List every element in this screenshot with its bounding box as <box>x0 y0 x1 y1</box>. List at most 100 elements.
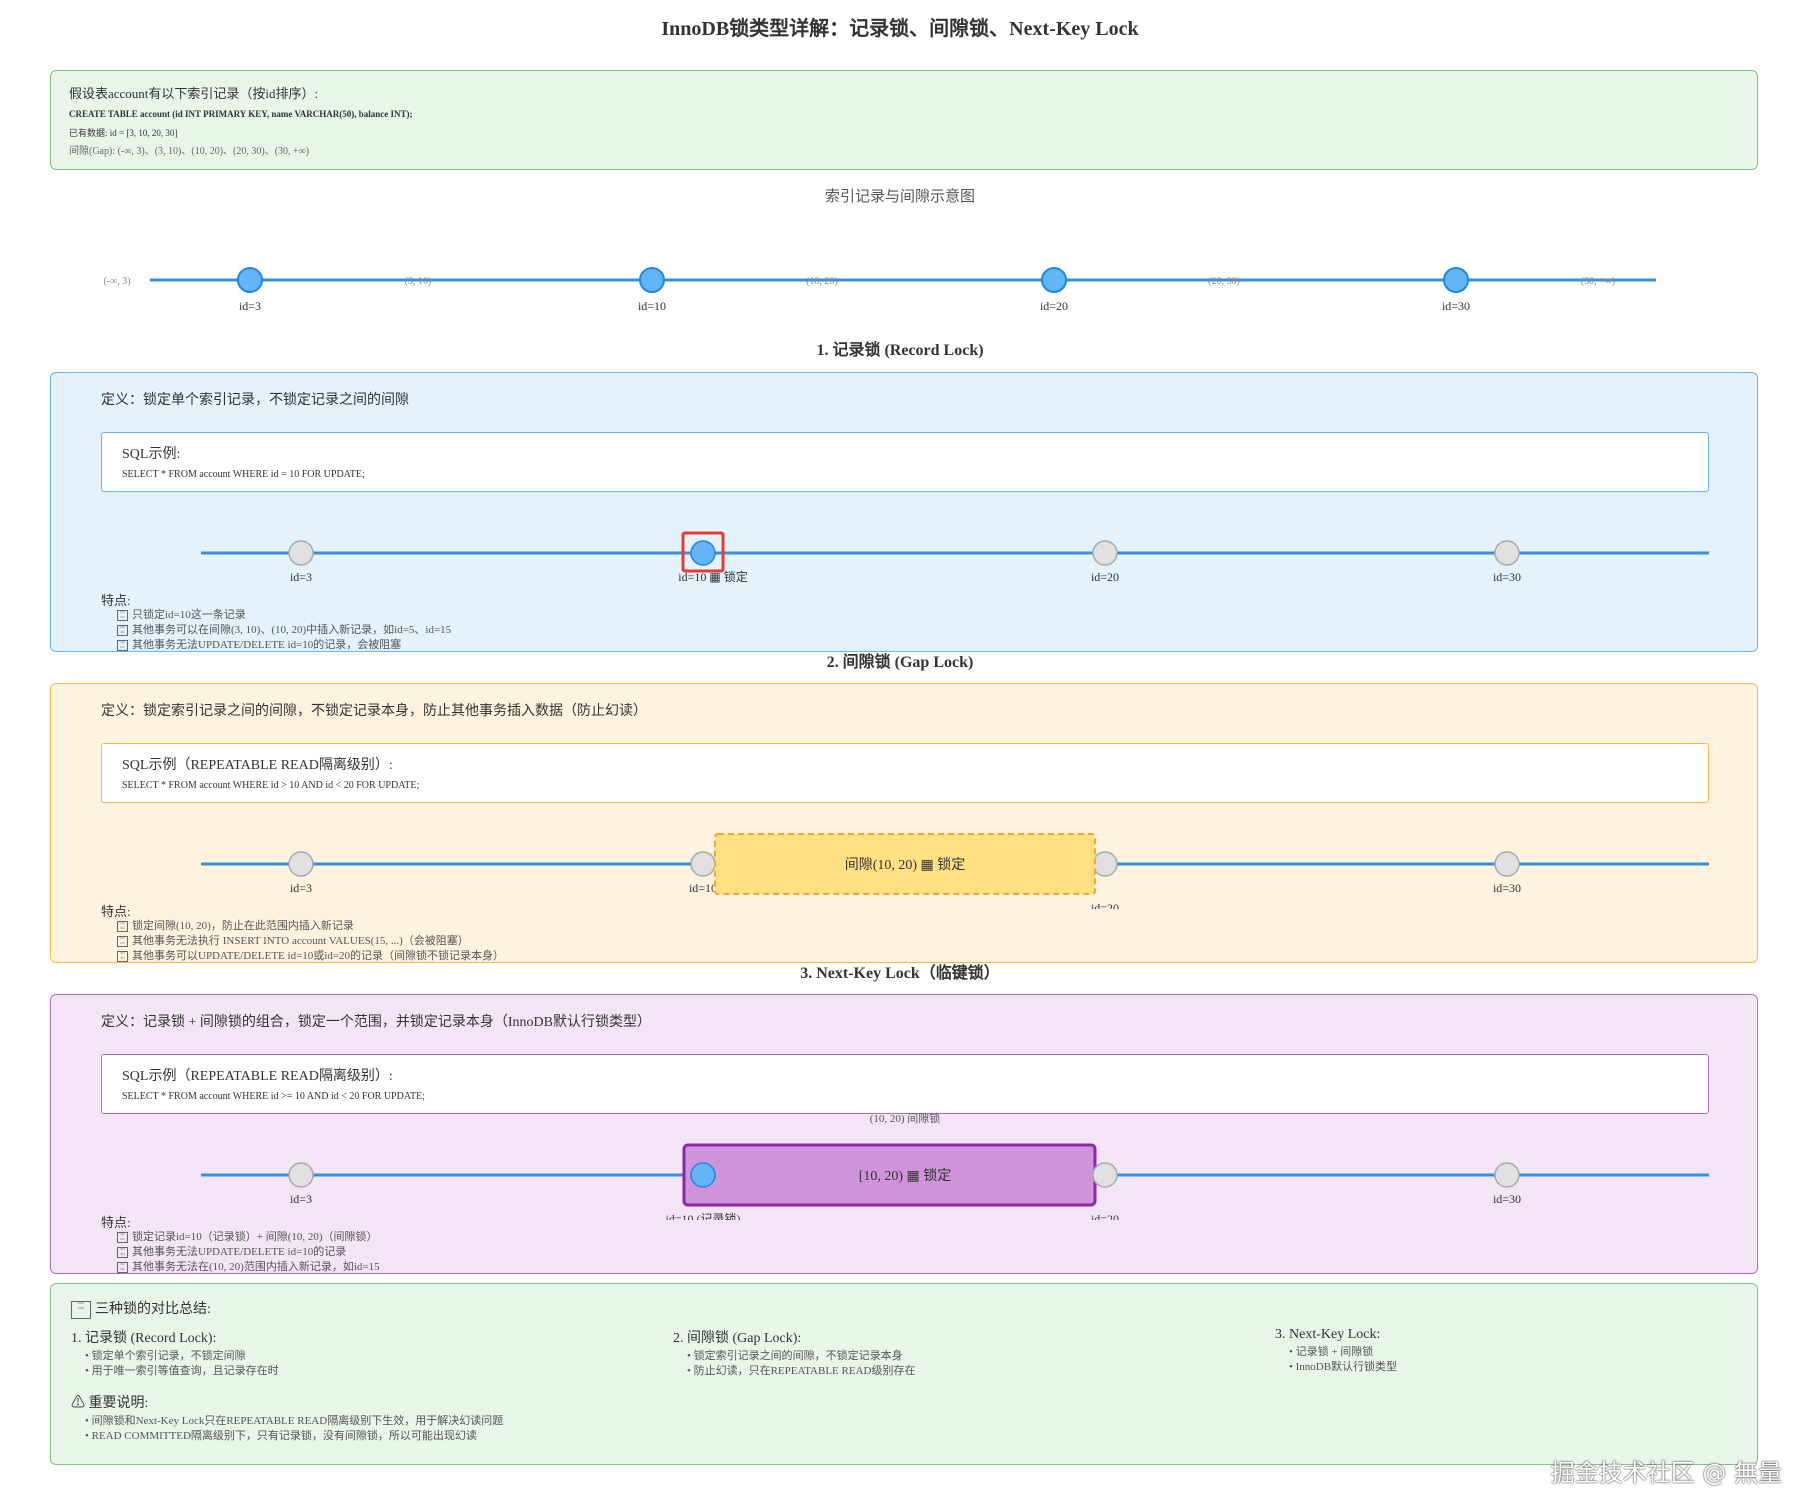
summary-col-title: 2. 间隙锁 (Gap Lock): <box>673 1331 802 1346</box>
record-node <box>690 540 716 566</box>
important-item: • READ COMMITTED隔离级别下，只有记录锁，没有间隙锁，所以可能出现… <box>85 1430 477 1442</box>
gap-label: (20, 30) <box>1208 276 1240 287</box>
gap-lock-box <box>714 833 1096 895</box>
next-key-lock-features: ▫▫▫▫锁定记录id=10（记录锁）+ 间隙(10, 20)（间隙锁） ▫▫▫▫… <box>117 1230 380 1275</box>
feature-item: ▫▫▫▫锁定记录id=10（记录锁）+ 间隙(10, 20)（间隙锁） <box>117 1230 380 1245</box>
sql-code: SELECT * FROM account WHERE id = 10 FOR … <box>122 469 365 480</box>
record-lock-panel: 定义：锁定单个索引记录，不锁定记录之间的间隙 SQL示例: SELECT * F… <box>50 372 1758 652</box>
record-lock-features: ▫▫▫▫只锁定id=10这一条记录 ▫▫▫▫其他事务可以在间隙(3, 10)、(… <box>117 608 451 653</box>
gap-lock-sql-box: SQL示例（REPEATABLE READ隔离级别）: SELECT * FRO… <box>101 743 1709 803</box>
record-node <box>1494 851 1520 877</box>
summary-item: • 防止幻读，只在REPEATABLE READ级别存在 <box>687 1365 916 1377</box>
summary-panel: ▫▫▫▫▫▫三种锁的对比总结: 1. 记录锁 (Record Lock): • … <box>50 1283 1758 1465</box>
record-label: id=10 (记录锁) <box>665 1211 740 1220</box>
gap-lock-features: ▫▫▫▫锁定间隙(10, 20)，防止在此范围内插入新记录 ▫▫▫▫其他事务无法… <box>117 919 504 964</box>
summary-item: • 用于唯一索引等值查询，且记录存在时 <box>85 1365 279 1377</box>
record-label: id=20 <box>1040 299 1068 313</box>
sql-code: SELECT * FROM account WHERE id >= 10 AND… <box>122 1091 425 1102</box>
summary-item: • 记录锁 + 间隙锁 <box>1289 1346 1374 1358</box>
lock-highlight <box>681 531 725 573</box>
record-node <box>1092 540 1118 566</box>
checkbox-glyph-icon: ▫▫▫▫ <box>117 609 128 621</box>
record-node <box>1092 851 1118 877</box>
feature-item: ▫▫▫▫其他事务无法执行 INSERT INTO account VALUES(… <box>117 934 504 949</box>
gap-lock-box-label: 间隙(10, 20) ▦ 锁定 <box>845 857 966 873</box>
record-lock-definition: 定义：锁定单个索引记录，不锁定记录之间的间隙 <box>101 393 409 408</box>
feature-item: ▫▫▫▫其他事务可以UPDATE/DELETE id=10或id=20的记录（间… <box>117 949 504 964</box>
overview-diagram: (-∞, 3)(3, 10)(10, 20)(20, 30)(30, +∞)id… <box>103 267 1656 313</box>
record-lock-sql-box: SQL示例: SELECT * FROM account WHERE id = … <box>101 432 1709 492</box>
feature-item: ▫▫▫▫其他事务无法UPDATE/DELETE id=10的记录，会被阻塞 <box>117 638 451 653</box>
next-key-lock-definition: 定义：记录锁 + 间隙锁的组合，锁定一个范围，并锁定记录本身（InnoDB默认行… <box>101 1015 652 1030</box>
gap-lock-definition: 定义：锁定索引记录之间的间隙，不锁定记录本身，防止其他事务插入数据（防止幻读） <box>101 704 647 719</box>
summary-col-record: 1. 记录锁 (Record Lock): • 锁定单个索引记录，不锁定间隙 •… <box>71 1327 279 1379</box>
checkbox-glyph-icon: ▫▫▫▫ <box>117 639 128 651</box>
summary-col-title: 1. 记录锁 (Record Lock): <box>71 1331 217 1346</box>
gap-note-label: (10, 20) 间隙锁 <box>870 1111 941 1125</box>
gap-lock-features-label: 特点: <box>101 904 131 919</box>
record-label: id=10 ▦ 锁定 <box>678 569 747 583</box>
record-node <box>639 267 665 293</box>
next-key-lock-sql-box: SQL示例（REPEATABLE READ隔离级别）: SELECT * FRO… <box>101 1054 1709 1114</box>
summary-item: • 锁定索引记录之间的间隙，不锁定记录本身 <box>687 1350 903 1362</box>
intro-create-sql: CREATE TABLE account (id INT PRIMARY KEY… <box>69 109 413 119</box>
checkbox-glyph-icon: ▫▫▫▫ <box>117 1261 128 1273</box>
next-key-lock-diagram: (10, 20) 间隙锁 [10, 20) ▦ 锁定 id=3 id=10 (记录锁)… <box>201 1111 1709 1220</box>
record-label: id=30 <box>1442 299 1470 313</box>
record-label: id=20 <box>1091 1212 1119 1220</box>
gap-label: (3, 10) <box>405 276 432 287</box>
checkbox-glyph-icon: ▫▫▫▫ <box>117 1246 128 1258</box>
record-node <box>288 1162 314 1188</box>
important-heading: ⚠ 重要说明: <box>71 1396 149 1411</box>
checkbox-glyph-icon: ▫▫▫▫ <box>117 920 128 932</box>
sql-label: SQL示例: <box>122 447 181 462</box>
intro-panel: 假设表account有以下索引记录（按id排序）: CREATE TABLE a… <box>50 70 1758 170</box>
record-label: id=3 <box>290 881 312 895</box>
checkbox-glyph-icon: ▫▫▫▫ <box>117 624 128 636</box>
gap-label: (-∞, 3) <box>103 276 130 287</box>
record-node <box>1494 1162 1520 1188</box>
chart-glyph-icon: ▫▫▫▫▫▫ <box>71 1300 91 1319</box>
page-title: InnoDB锁类型详解：记录锁、间隙锁、Next-Key Lock <box>661 18 1139 40</box>
next-key-lock-features-label: 特点: <box>101 1215 131 1230</box>
range-label: [10, 20) ▦ 锁定 <box>859 1168 952 1184</box>
feature-item: ▫▫▫▫其他事务无法UPDATE/DELETE id=10的记录 <box>117 1245 380 1260</box>
summary-col-gap: 2. 间隙锁 (Gap Lock): • 锁定索引记录之间的间隙，不锁定记录本身… <box>673 1327 915 1379</box>
gap-label: (30, +∞) <box>1581 276 1615 287</box>
record-label: id=30 <box>1493 570 1521 583</box>
feature-item: ▫▫▫▫只锁定id=10这一条记录 <box>117 608 451 623</box>
watermark: 掘金技术社区 @ 無量 <box>1550 1459 1782 1487</box>
record-label: id=10 <box>638 299 666 313</box>
checkbox-glyph-icon: ▫▫▫▫ <box>117 950 128 962</box>
feature-item: ▫▫▫▫其他事务无法在(10, 20)范围内插入新记录，如id=15 <box>117 1260 380 1275</box>
record-label: id=10 <box>689 881 717 895</box>
summary-col-title: 3. Next-Key Lock: <box>1275 1327 1381 1342</box>
summary-important: ⚠ 重要说明: • 间隙锁和Next-Key Lock只在REPEATABLE … <box>71 1392 503 1444</box>
record-node <box>690 851 716 877</box>
gap-lock-panel: 定义：锁定索引记录之间的间隙，不锁定记录本身，防止其他事务插入数据（防止幻读） … <box>50 683 1758 963</box>
gap-lock-title: 2. 间隙锁 (Gap Lock) <box>826 654 974 671</box>
checkbox-glyph-icon: ▫▫▫▫ <box>117 1231 128 1243</box>
checkbox-glyph-icon: ▫▫▫▫ <box>117 935 128 947</box>
record-node <box>237 267 263 293</box>
record-node <box>1041 267 1067 293</box>
record-node <box>288 851 314 877</box>
intro-gap-line: 间隙(Gap): (-∞, 3)、(3, 10)、(10, 20)、(20, 3… <box>69 146 310 157</box>
record-node <box>1494 540 1520 566</box>
record-label: id=3 <box>239 299 261 313</box>
record-label: id=20 <box>1091 901 1119 909</box>
overview-caption: 索引记录与间隙示意图 <box>824 189 975 205</box>
record-label: id=30 <box>1493 881 1521 895</box>
record-node <box>1443 267 1469 293</box>
summary-item: • 锁定单个索引记录，不锁定间隙 <box>85 1350 246 1362</box>
record-node <box>690 1162 716 1188</box>
intro-heading: 假设表account有以下索引记录（按id排序）: <box>69 86 319 101</box>
feature-item: ▫▫▫▫其他事务可以在间隙(3, 10)、(10, 20)中插入新记录，如id=… <box>117 623 451 638</box>
record-node <box>288 540 314 566</box>
feature-item: ▫▫▫▫锁定间隙(10, 20)，防止在此范围内插入新记录 <box>117 919 504 934</box>
summary-col-next-key: 3. Next-Key Lock: • 记录锁 + 间隙锁 • InnoDB默认… <box>1275 1327 1397 1375</box>
summary-item: • InnoDB默认行锁类型 <box>1289 1361 1398 1373</box>
summary-heading: ▫▫▫▫▫▫三种锁的对比总结: <box>71 1298 211 1319</box>
record-label: id=3 <box>290 1192 312 1206</box>
